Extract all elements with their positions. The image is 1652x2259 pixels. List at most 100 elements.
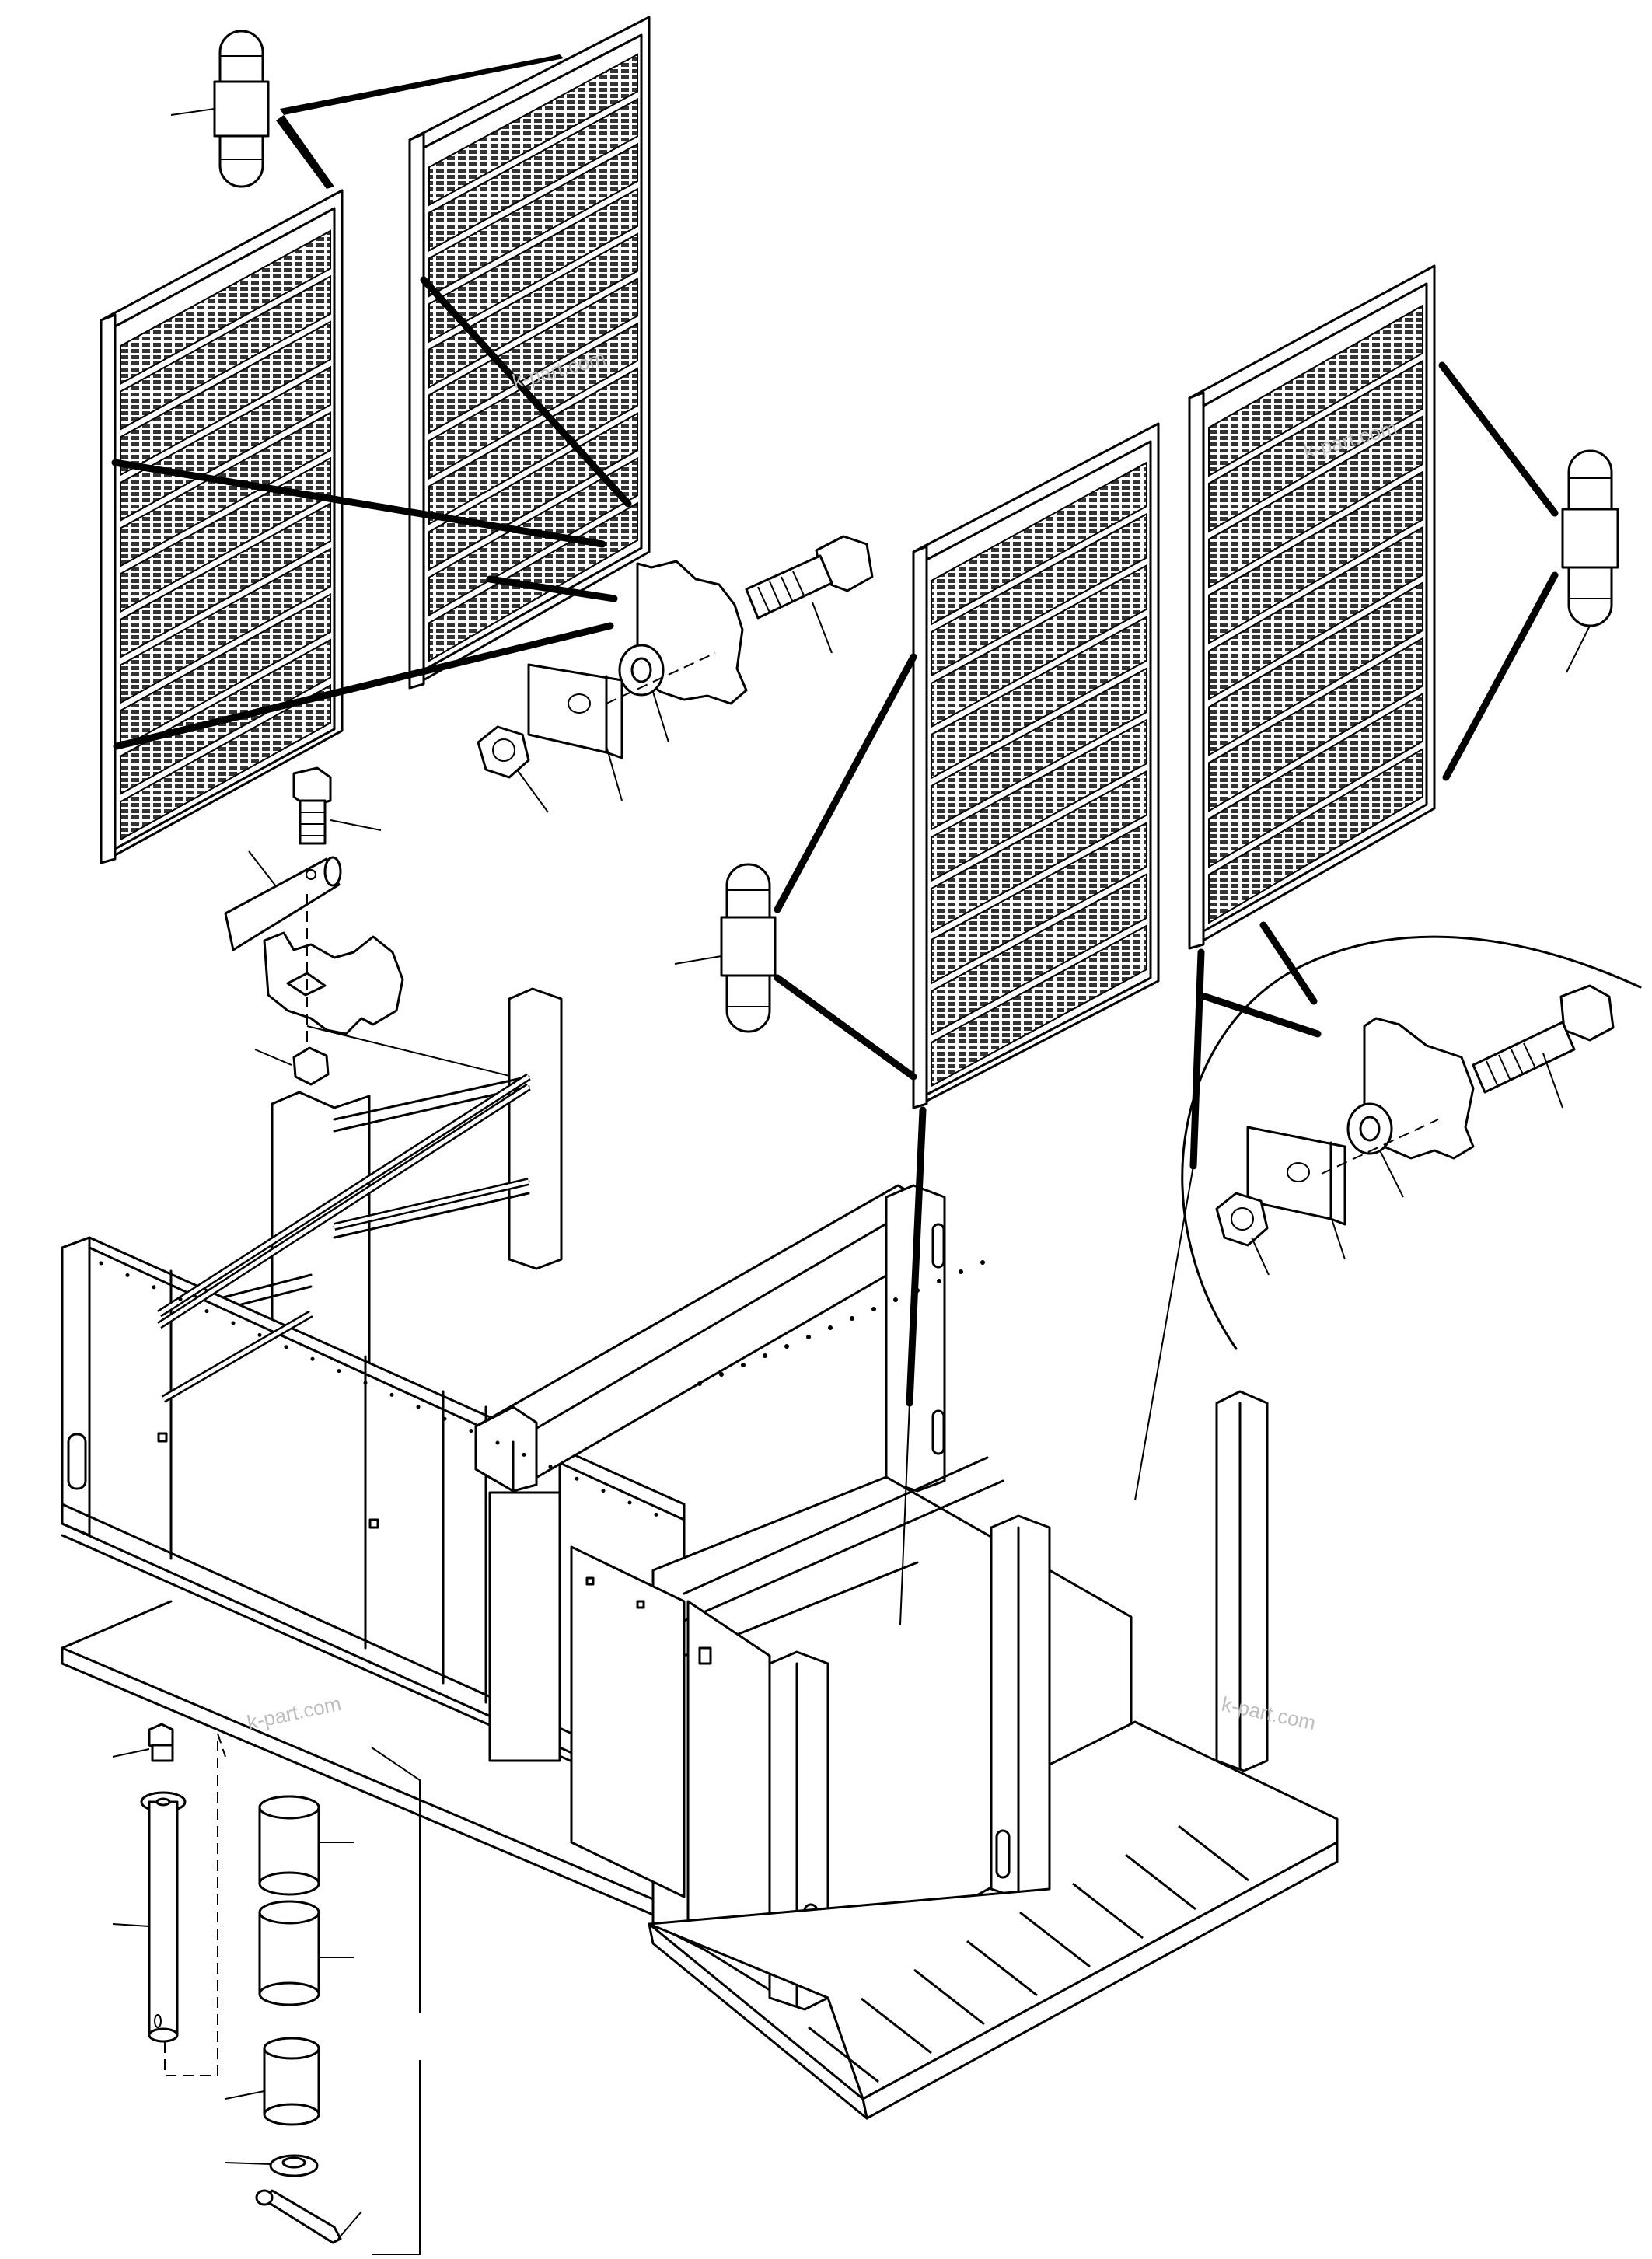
hinge-pin-top bbox=[170, 30, 270, 188]
louver-row bbox=[120, 683, 331, 841]
rivet-hole bbox=[763, 1353, 767, 1358]
louver-row bbox=[120, 411, 331, 567]
washer-top bbox=[606, 644, 716, 743]
nut-right bbox=[1215, 1192, 1270, 1276]
base-cell-divider bbox=[913, 1968, 985, 2026]
rivet-hole bbox=[125, 1273, 130, 1277]
hinge-pin-middle bbox=[674, 863, 777, 1033]
frame bbox=[61, 987, 1339, 2120]
rivet-hole bbox=[231, 1321, 236, 1325]
louver-rows-center bbox=[931, 461, 1147, 1088]
louver-row bbox=[428, 456, 638, 617]
rivet-hole bbox=[204, 1309, 209, 1314]
collar-2 bbox=[258, 1900, 354, 2006]
louver-row bbox=[931, 924, 1147, 1088]
rivet-hole bbox=[741, 1363, 746, 1367]
base-cell-divider bbox=[1178, 1824, 1249, 1882]
rivet-hole bbox=[697, 1381, 702, 1386]
cross-bar bbox=[158, 1084, 530, 1328]
nut-top bbox=[477, 725, 549, 813]
base-cells bbox=[808, 1824, 1249, 2083]
washer-small bbox=[225, 2154, 319, 2177]
collar-1 bbox=[258, 1795, 354, 1896]
rivet-hole bbox=[850, 1316, 854, 1321]
rivet-hole bbox=[389, 1392, 394, 1397]
louver-row bbox=[428, 232, 638, 389]
assembly-leaders bbox=[111, 54, 1559, 1081]
plate-top bbox=[527, 663, 623, 801]
louver-row bbox=[1208, 470, 1423, 645]
rivet-hole bbox=[654, 1512, 658, 1517]
cross-bars bbox=[157, 1073, 531, 1403]
louver-row bbox=[428, 98, 638, 252]
long-pin bbox=[112, 1791, 187, 2043]
base-cell-divider bbox=[861, 1997, 932, 2055]
louver-row bbox=[931, 615, 1147, 780]
louver-row bbox=[120, 365, 331, 522]
rivet-hole bbox=[601, 1489, 606, 1493]
pin-assembly-detail bbox=[112, 1723, 421, 2255]
rivet-hole bbox=[152, 1285, 156, 1290]
rivet-hole bbox=[469, 1429, 473, 1433]
louver-row bbox=[428, 53, 638, 207]
rivet-hole bbox=[548, 1465, 553, 1469]
rivet-hole bbox=[627, 1500, 632, 1505]
base-cell-divider bbox=[1072, 1882, 1144, 1940]
rivet-hole bbox=[310, 1356, 315, 1361]
rivet-hole bbox=[828, 1325, 833, 1330]
frame-leaders bbox=[899, 948, 1205, 1625]
rivet-hole bbox=[284, 1345, 288, 1349]
cross-bar bbox=[158, 1074, 530, 1316]
base-cell-divider bbox=[808, 2026, 879, 2083]
louver-row bbox=[120, 229, 331, 386]
hinge-pin-right bbox=[1561, 449, 1619, 673]
louver-row bbox=[931, 667, 1147, 831]
rivet-hole bbox=[522, 1452, 526, 1457]
bolt-top bbox=[745, 535, 874, 654]
rivet-hole bbox=[806, 1335, 811, 1339]
rivet-hole bbox=[363, 1381, 368, 1385]
rod bbox=[224, 850, 342, 951]
cotter-pin bbox=[255, 2189, 362, 2244]
louver-row bbox=[120, 592, 331, 750]
louver-row bbox=[1208, 581, 1423, 757]
cross-bar bbox=[334, 1179, 529, 1229]
bracket-fragment-top bbox=[636, 560, 748, 705]
rivet-hole bbox=[871, 1307, 876, 1311]
rivet-hole bbox=[495, 1440, 500, 1445]
louver-row bbox=[1208, 359, 1423, 533]
bracket-fragment-left bbox=[263, 894, 545, 1085]
base-cell-divider bbox=[966, 1940, 1038, 1997]
louver-row bbox=[931, 718, 1147, 882]
louver-row bbox=[120, 502, 331, 659]
rivet-hole bbox=[575, 1476, 579, 1481]
grease-fitting bbox=[112, 1723, 174, 1762]
bolt-vertical bbox=[292, 766, 382, 845]
louver-row bbox=[1208, 525, 1423, 701]
louver-row bbox=[120, 547, 331, 704]
louver-row bbox=[428, 277, 638, 435]
bolt-right bbox=[1472, 984, 1615, 1109]
rivet-hole bbox=[784, 1344, 789, 1349]
louver-row bbox=[1208, 414, 1423, 589]
louver-row bbox=[931, 872, 1147, 1036]
rivet-hole bbox=[178, 1297, 183, 1301]
louver-row bbox=[1208, 692, 1423, 868]
louver-row bbox=[931, 512, 1147, 677]
rivet-hole bbox=[442, 1416, 447, 1421]
base-cell-divider bbox=[1019, 1911, 1091, 1968]
watermark-3: k-part.com bbox=[245, 1692, 343, 1734]
louver-row bbox=[1208, 304, 1423, 477]
louver-row bbox=[931, 461, 1147, 626]
louver-rows-right bbox=[1208, 304, 1423, 924]
louver-row bbox=[1208, 637, 1423, 812]
base-cell-divider bbox=[1125, 1853, 1196, 1911]
rivet-hole bbox=[416, 1405, 421, 1409]
nut-left bbox=[254, 1046, 330, 1086]
rivet-hole bbox=[719, 1372, 724, 1377]
cross-bar bbox=[162, 1311, 313, 1402]
rivet-hole bbox=[337, 1369, 341, 1374]
plate-right bbox=[1246, 1126, 1346, 1260]
rivet-hole bbox=[257, 1332, 262, 1337]
